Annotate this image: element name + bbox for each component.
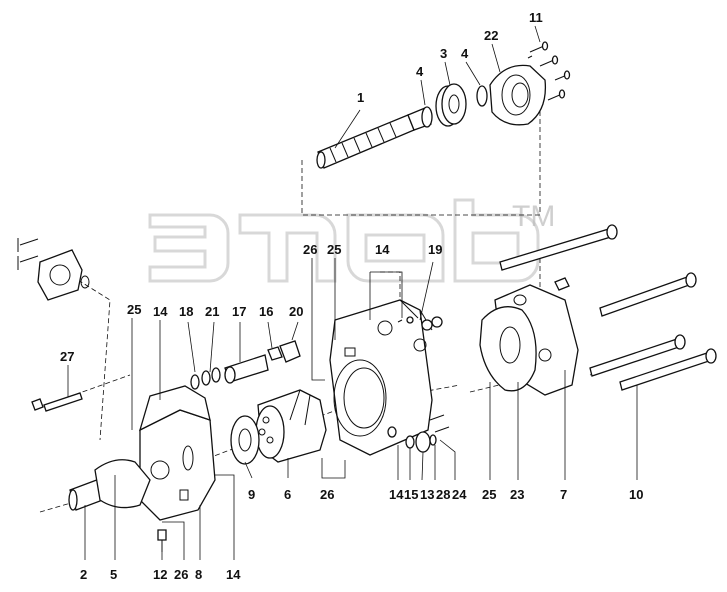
label-4-right: 4	[461, 46, 469, 61]
label-5: 5	[110, 567, 117, 582]
label-16: 16	[259, 304, 273, 319]
label-6: 6	[284, 487, 291, 502]
watermark-tm: TM	[512, 200, 555, 233]
label-14-left: 14	[153, 304, 168, 319]
control-spool	[190, 340, 301, 390]
label-8: 8	[195, 567, 202, 582]
label-15: 15	[404, 487, 418, 502]
watermark: TM	[148, 198, 555, 283]
label-21: 21	[205, 304, 219, 319]
label-19: 19	[428, 242, 442, 257]
label-13: 13	[420, 487, 434, 502]
label-22: 22	[484, 28, 498, 43]
gasket	[479, 306, 537, 392]
housing-plugs	[405, 414, 450, 453]
label-25-top: 25	[327, 242, 341, 257]
label-14-top: 14	[375, 242, 390, 257]
label-18: 18	[179, 304, 193, 319]
label-7: 7	[560, 487, 567, 502]
label-20: 20	[289, 304, 303, 319]
cover-bolts	[527, 41, 571, 101]
label-3: 3	[440, 46, 447, 61]
cylinder-block	[255, 389, 327, 463]
label-10: 10	[629, 487, 643, 502]
label-27: 27	[60, 349, 74, 364]
label-23: 23	[510, 487, 524, 502]
label-24: 24	[452, 487, 467, 502]
port-flange	[17, 238, 90, 301]
label-4-left: 4	[416, 64, 424, 79]
label-25-bottom: 25	[482, 487, 496, 502]
part-labels: 1 3 4 4 22 11 26 25 14 19 25 14 18 21 17…	[60, 10, 643, 582]
housing-top-hardware	[397, 316, 443, 331]
leader-lines	[67, 25, 638, 560]
label-1: 1	[357, 90, 364, 105]
label-12: 12	[153, 567, 167, 582]
label-11: 11	[529, 10, 543, 25]
label-26-bottom: 26	[174, 567, 188, 582]
label-28: 28	[436, 487, 450, 502]
small-bolt	[157, 529, 167, 552]
label-14-bottom: 14	[226, 567, 241, 582]
bearing	[435, 83, 467, 127]
label-17: 17	[232, 304, 246, 319]
tie-bolts	[499, 224, 717, 391]
front-block	[138, 385, 216, 521]
label-14-bottom-mid: 14	[389, 487, 404, 502]
main-housing	[329, 299, 433, 456]
front-cover	[489, 64, 547, 126]
drive-shaft	[316, 107, 432, 169]
drive-sleeve	[68, 459, 151, 511]
valve-plate	[230, 415, 260, 465]
label-26-top: 26	[303, 242, 317, 257]
label-9: 9	[248, 487, 255, 502]
label-2: 2	[80, 567, 87, 582]
pin	[31, 392, 83, 412]
retaining-rings	[421, 85, 488, 128]
label-26-mid: 26	[320, 487, 334, 502]
label-25-left: 25	[127, 302, 141, 317]
